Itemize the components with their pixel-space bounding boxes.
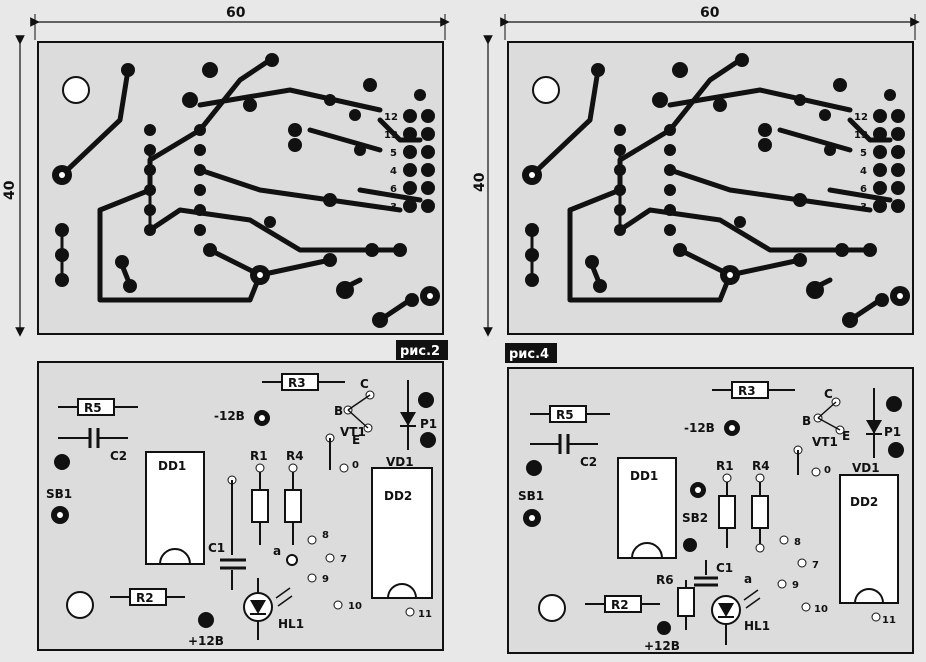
connector-pin-4: 4: [860, 166, 867, 177]
pin-8: 8: [322, 530, 329, 541]
pin-11: 11: [882, 615, 896, 626]
hl1-label: HL1: [744, 619, 770, 633]
sb2-label: SB2: [682, 511, 708, 525]
vt1-pin-c: C: [360, 377, 369, 391]
r4-label: R4: [286, 449, 304, 463]
mount-hole: [538, 594, 566, 622]
r5-label: R5: [556, 408, 574, 422]
connector-pin-5: 5: [860, 148, 867, 159]
vt1-label: VT1: [340, 425, 366, 439]
dd2-label: DD2: [850, 495, 878, 509]
board-outline: [507, 41, 914, 335]
sb1-label: SB1: [46, 487, 72, 501]
r1-label: R1: [716, 459, 734, 473]
r6-label: R6: [656, 573, 674, 587]
hl1-label: HL1: [278, 617, 304, 631]
width-dimension: 60: [700, 5, 720, 21]
sb1-label: SB1: [518, 489, 544, 503]
mount-hole: [66, 591, 94, 619]
p1-label: P1: [884, 425, 901, 439]
pin-10: 10: [814, 604, 828, 615]
vt1-pin-e: E: [352, 433, 360, 447]
c1-label: C1: [208, 541, 225, 555]
r4-label: R4: [752, 459, 770, 473]
pin-7: 7: [812, 560, 819, 571]
vd1-label: VD1: [852, 461, 880, 475]
vt1-label: VT1: [812, 435, 838, 449]
pin-8: 8: [794, 537, 801, 548]
node-a-label: a: [273, 544, 281, 558]
connector-pin-12: 12: [384, 112, 398, 123]
pin-0: 0: [352, 460, 359, 471]
supply-minus-label: -12B: [684, 421, 715, 435]
r3-label: R3: [738, 384, 756, 398]
pin-0: 0: [824, 465, 831, 476]
connector-pin-6: 6: [860, 184, 867, 195]
r2-label: R2: [611, 598, 629, 612]
connector-pin-13: 13: [384, 130, 398, 141]
supply-plus-label: +12B: [644, 639, 680, 653]
p1-label: P1: [420, 417, 437, 431]
figure-caption-4: рис.4: [509, 347, 549, 362]
r5-label: R5: [84, 401, 102, 415]
vt1-pin-b: B: [334, 404, 343, 418]
pin-9: 9: [322, 574, 329, 585]
connector-pin-6: 6: [390, 184, 397, 195]
vd1-label: VD1: [386, 455, 414, 469]
c2-label: C2: [110, 449, 127, 463]
mount-hole: [62, 76, 90, 104]
figure-caption-2: рис.2: [400, 344, 440, 359]
connector-pin-3: 3: [390, 202, 397, 213]
dd1-label: DD1: [630, 469, 658, 483]
connector-pin-13: 13: [854, 130, 868, 141]
pin-9: 9: [792, 580, 799, 591]
caption-box: [505, 343, 557, 363]
width-dimension: 60: [226, 5, 246, 21]
supply-minus-label: -12B: [214, 409, 245, 423]
mount-hole: [532, 76, 560, 104]
pin-11: 11: [418, 609, 432, 620]
supply-plus-label: +12B: [188, 634, 224, 648]
dd1-label: DD1: [158, 459, 186, 473]
height-dimension: 40: [2, 180, 18, 200]
vt1-pin-e: E: [842, 429, 850, 443]
connector-pin-12: 12: [854, 112, 868, 123]
pin-10: 10: [348, 601, 362, 612]
trace-board-fig2: 60 40: [2, 5, 450, 337]
connector-pin-3: 3: [860, 202, 867, 213]
trace-board-fig4: 60 40: [472, 5, 920, 337]
pin-7: 7: [340, 554, 347, 565]
connector-pin-4: 4: [390, 166, 397, 177]
node-a-label: a: [744, 572, 752, 586]
vt1-pin-c: C: [824, 387, 833, 401]
component-board-fig2: R3 R5 C2 SB1 DD1 -12B R1 R4 C1: [37, 361, 444, 651]
r1-label: R1: [250, 449, 268, 463]
caption-box: [396, 340, 448, 360]
c1-label: C1: [716, 561, 733, 575]
c2-label: C2: [580, 455, 597, 469]
connector-pin-5: 5: [390, 148, 397, 159]
vt1-pin-b: B: [802, 414, 811, 428]
height-dimension: 40: [472, 172, 488, 192]
dd2-label: DD2: [384, 489, 412, 503]
board-outline: [37, 41, 444, 335]
r2-label: R2: [136, 591, 154, 605]
component-board-fig4: R3 R5 C2 SB1 DD1 -12B SB2 R1 R4 C1: [507, 367, 914, 654]
r3-label: R3: [288, 376, 306, 390]
